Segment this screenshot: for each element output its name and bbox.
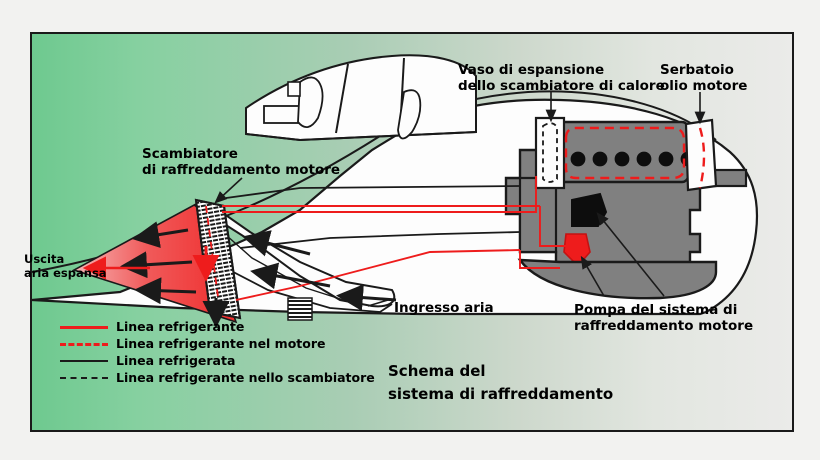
coolant-line-hot bbox=[222, 176, 572, 301]
diagram-title: Schema del sistema di raffreddamento bbox=[388, 360, 613, 405]
legend-item: Linea refrigerante bbox=[60, 318, 380, 335]
legend-item: Linea refrigerante nello scambiatore bbox=[60, 369, 380, 386]
airflow-arrows-intake bbox=[192, 230, 397, 328]
legend-key-cooled-line bbox=[60, 356, 108, 366]
supercharger-wedge bbox=[571, 192, 608, 227]
cockpit-canopy bbox=[245, 54, 477, 142]
cooled-line bbox=[225, 185, 521, 249]
label-air-outlet-line2: aria espansa bbox=[24, 266, 107, 281]
label-oil-tank-line1: Serbatoio bbox=[660, 62, 734, 78]
label-heat-exchanger-line2: di raffreddamento motore bbox=[142, 162, 341, 179]
legend: Linea refrigerante Linea refrigerante ne… bbox=[60, 318, 380, 386]
diagram-title-line1: Schema del bbox=[388, 362, 486, 380]
label-pump-line1: Pompa del sistema di bbox=[574, 302, 738, 318]
label-oil-tank-line2: olio motore bbox=[660, 78, 748, 95]
leader-pump-a bbox=[580, 255, 605, 297]
diagram-title-line2: sistema di raffreddamento bbox=[388, 384, 614, 403]
legend-label: Linea refrigerante bbox=[116, 319, 245, 334]
legend-label: Linea refrigerante nello scambiatore bbox=[116, 370, 375, 385]
leader-air-inlet bbox=[367, 299, 389, 307]
label-air-outlet-line1: Uscita bbox=[24, 252, 65, 266]
coolant-line-in-engine bbox=[564, 126, 706, 189]
label-heat-exchanger-line1: Scambiatore bbox=[142, 146, 238, 162]
legend-key-coolant-in-exchanger bbox=[60, 373, 108, 383]
legend-item: Linea refrigerata bbox=[60, 352, 380, 369]
expansion-tank-inner-dashed bbox=[542, 122, 558, 183]
label-pump-line2: raffreddamento motore bbox=[574, 318, 754, 335]
leader-lines bbox=[214, 92, 706, 307]
intake-grille bbox=[287, 297, 313, 321]
expansion-tank bbox=[534, 116, 566, 190]
label-expansion-tank-line2: dello scambiatore di calore bbox=[458, 78, 665, 95]
label-expansion-tank-line1: Vaso di espansione bbox=[458, 62, 605, 78]
label-air-inlet: Ingresso aria bbox=[394, 300, 494, 316]
legend-label: Linea refrigerata bbox=[116, 353, 236, 368]
label-air-inlet-line1: Ingresso aria bbox=[394, 300, 494, 316]
leader-pump-b bbox=[596, 212, 665, 297]
legend-item: Linea refrigerante nel motore bbox=[60, 335, 380, 352]
belly-scoop bbox=[517, 258, 718, 300]
airflow-arrows-hot bbox=[82, 221, 197, 305]
legend-label: Linea refrigerante nel motore bbox=[116, 336, 326, 351]
legend-key-coolant-line bbox=[60, 322, 108, 332]
leader-heat-exchanger bbox=[214, 177, 243, 204]
legend-key-coolant-in-engine bbox=[60, 339, 108, 349]
